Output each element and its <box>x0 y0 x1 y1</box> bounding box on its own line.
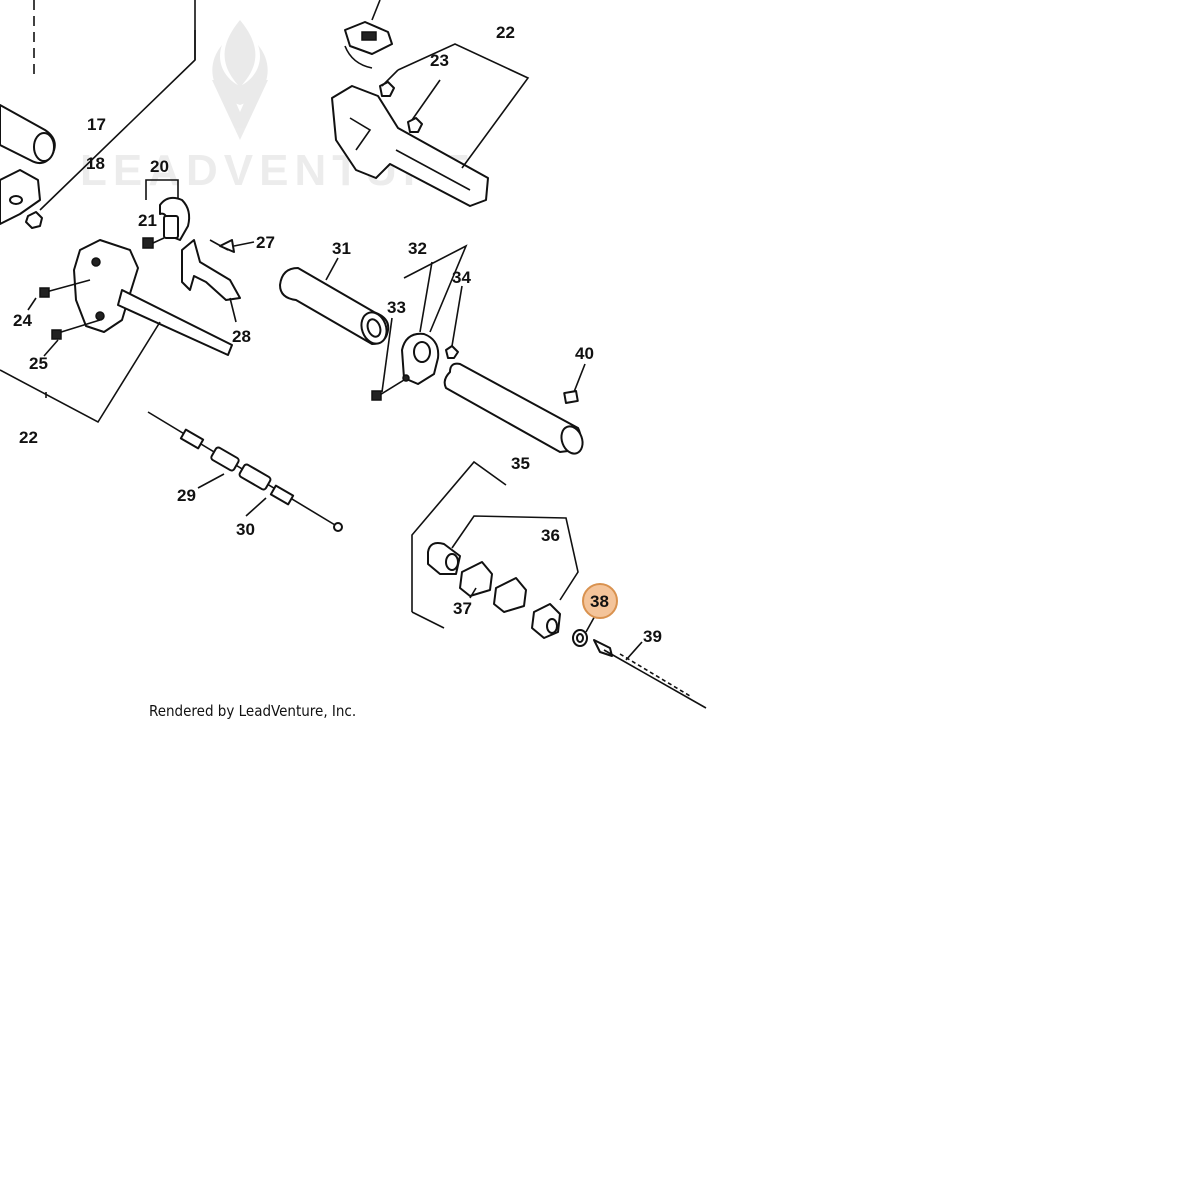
callout-22-right[interactable]: 22 <box>496 23 515 42</box>
callout-32[interactable]: 32 <box>408 239 427 258</box>
throttle-lever-28 <box>181 239 241 301</box>
callout-33[interactable]: 33 <box>387 298 406 317</box>
clamp-17 <box>0 169 41 225</box>
nut-34 <box>445 345 459 359</box>
label-40 <box>563 390 579 404</box>
callout-22-left[interactable]: 22 <box>19 428 38 447</box>
flex-shaft-39 <box>593 639 707 709</box>
highlight-badge-38[interactable] <box>582 583 618 619</box>
nut-18 <box>25 211 43 229</box>
clamp-32 <box>401 332 440 385</box>
flame-logo-icon <box>212 20 268 140</box>
callout-labels: 17 18 20 21 22 22 23 24 25 27 28 29 30 3… <box>13 23 662 646</box>
leader-lines <box>0 0 643 661</box>
credit-text: Rendered by LeadVenture, Inc. <box>149 702 356 720</box>
bushing-assembly <box>427 515 579 639</box>
callout-20[interactable]: 20 <box>150 157 169 176</box>
clamp-20 <box>159 196 191 241</box>
bracket-35 <box>411 460 507 629</box>
callout-28[interactable]: 28 <box>232 327 251 346</box>
callout-24[interactable]: 24 <box>13 311 32 330</box>
callout-18[interactable]: 18 <box>86 154 105 173</box>
callout-17[interactable]: 17 <box>87 115 106 134</box>
handle-housing-left <box>73 239 233 356</box>
handle-housing-right <box>331 85 489 207</box>
callout-37[interactable]: 37 <box>453 599 472 618</box>
callout-25[interactable]: 25 <box>29 354 48 373</box>
callout-36[interactable]: 36 <box>541 526 560 545</box>
callout-35[interactable]: 35 <box>511 454 530 473</box>
callout-40[interactable]: 40 <box>575 344 594 363</box>
washer-38 <box>572 629 588 647</box>
callout-39[interactable]: 39 <box>643 627 662 646</box>
callout-38[interactable]: 38 <box>590 592 609 611</box>
screw-33 <box>371 379 405 401</box>
frame-tube <box>0 0 196 211</box>
screw-25 <box>51 319 101 340</box>
callout-23[interactable]: 23 <box>430 51 449 70</box>
screw-24 <box>39 279 91 298</box>
switch-module <box>344 21 393 69</box>
grip-tube-31 <box>279 267 390 345</box>
throttle-cable <box>147 411 343 532</box>
nuts-23 <box>379 81 423 133</box>
drive-tube-35 <box>443 362 584 455</box>
callout-27[interactable]: 27 <box>256 233 275 252</box>
callout-30[interactable]: 30 <box>236 520 255 539</box>
callout-34[interactable]: 34 <box>452 268 471 287</box>
spring-27 <box>209 239 235 253</box>
screw-21 <box>142 237 165 249</box>
callout-31[interactable]: 31 <box>332 239 351 258</box>
callout-21[interactable]: 21 <box>138 211 157 230</box>
callout-29[interactable]: 29 <box>177 486 196 505</box>
